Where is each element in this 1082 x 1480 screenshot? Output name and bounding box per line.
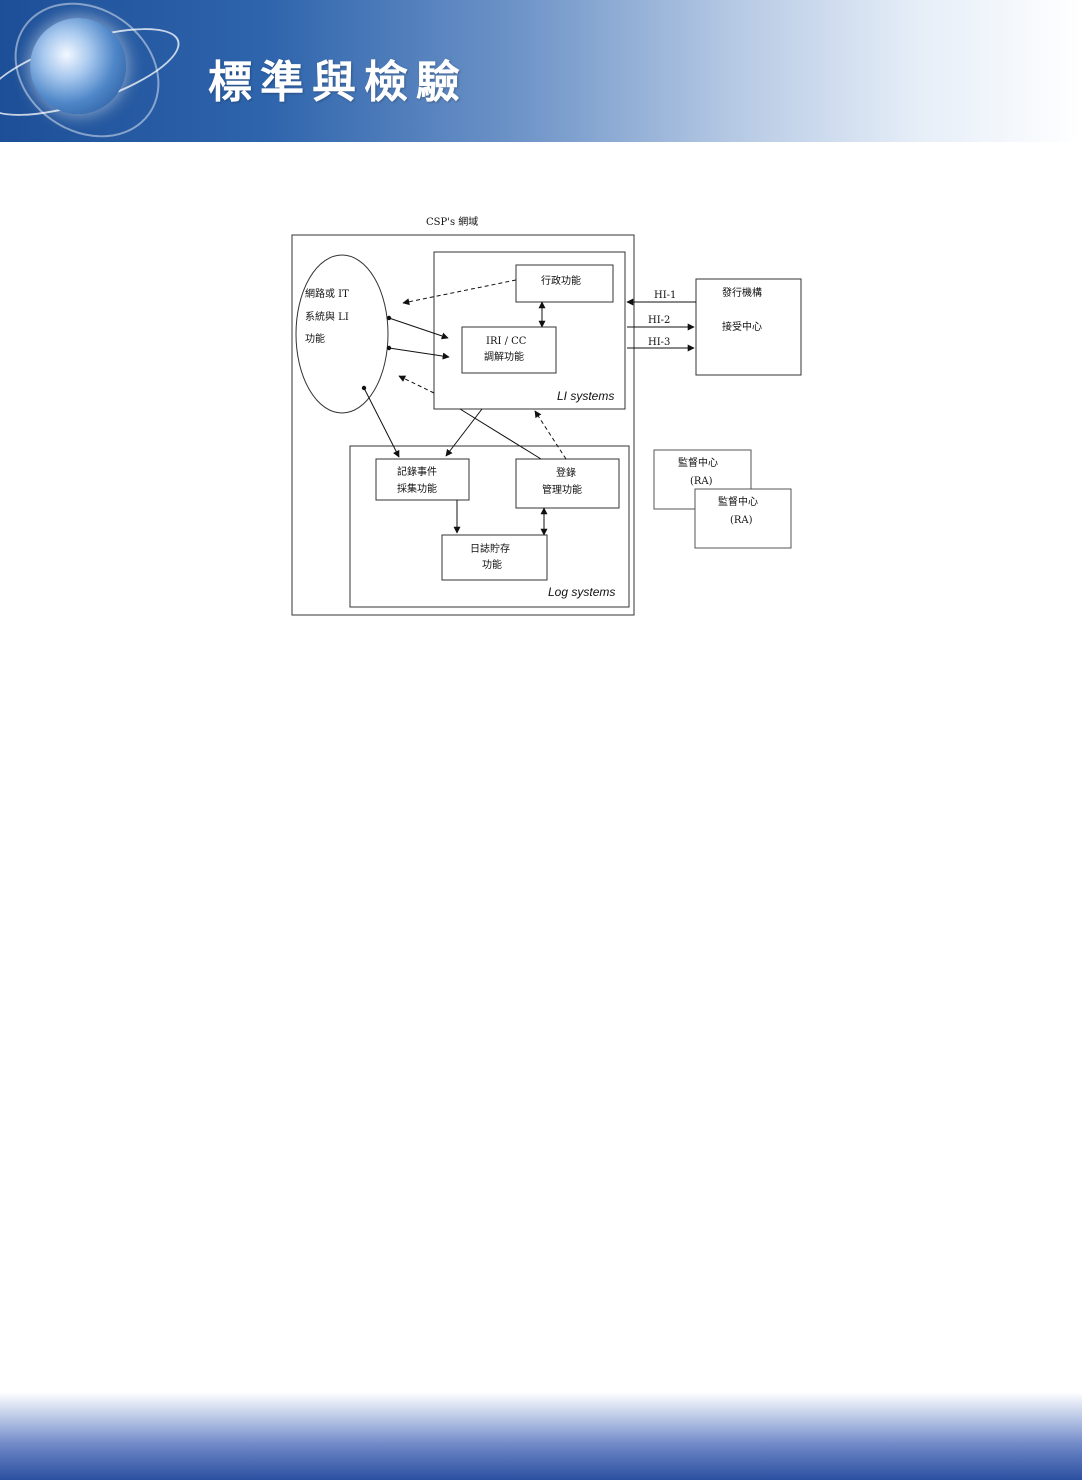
csp-domain-box [291,234,635,616]
issuer-line-1: 發行機構 [722,286,762,299]
ellipse-line-2: 系統與 LI [305,310,349,323]
header-title: 標準與檢驗 [208,57,468,108]
network-to-log-collect-arrow [363,387,400,458]
log-mgmt-line-2: 管理功能 [542,483,582,496]
li-to-log-collect-arrow [445,408,483,457]
footer-band [0,1392,1082,1480]
log-mgmt-box [515,458,620,509]
ra-box-2 [694,488,792,549]
network-to-iri-arrow-2 [388,347,450,360]
ellipse-line-3: 功能 [305,332,325,345]
csp-domain-label: CSP's 網域 [426,215,478,228]
network-it-ellipse [295,254,389,414]
log-collect-line-2: 採集功能 [397,482,437,495]
globe-icon [30,18,126,114]
header-banner: 標準與檢驗 [0,0,1082,142]
ra1-line-2: (RA) [690,476,713,487]
log-systems-label: Log systems [548,585,615,599]
iri-cc-line-2: 調解功能 [484,350,524,363]
log-store-box [441,534,548,581]
log-store-line-1: 日誌貯存 [470,542,510,555]
log-store-line-2: 功能 [482,558,502,571]
log-mgmt-line-1: 登錄 [556,466,576,479]
log-mgmt-to-li-dashed-arrow [534,410,567,460]
issuer-receiving-center-box [695,278,802,376]
log-collect-box [375,458,470,501]
li-to-log-mgmt-line [459,408,542,460]
li-systems-label: LI systems [557,389,614,403]
issuer-line-2: 接受中心 [722,320,762,333]
hi2-label: HI-2 [648,315,670,326]
iri-cc-line-1: IRI / CC [486,336,527,347]
admin-function-label: 行政功能 [541,274,581,287]
ellipse-line-1: 網路或 IT [305,287,349,300]
network-to-iri-arrow-1 [388,317,449,340]
hi3-label: HI-3 [648,337,670,348]
log-collect-line-1: 記錄事件 [397,465,437,478]
li-systems-box [433,251,626,410]
ra1-line-1: 監督中心 [678,456,718,469]
li-to-network-dashed-arrow [398,375,435,394]
ra2-line-1: 監督中心 [718,495,758,508]
log-systems-box [349,445,630,608]
admin-function-box [515,264,614,303]
ra2-line-2: (RA) [730,515,753,526]
admin-to-network-dashed-arrow [402,279,517,306]
iri-cc-box [461,326,557,374]
hi1-label: HI-1 [654,290,676,301]
